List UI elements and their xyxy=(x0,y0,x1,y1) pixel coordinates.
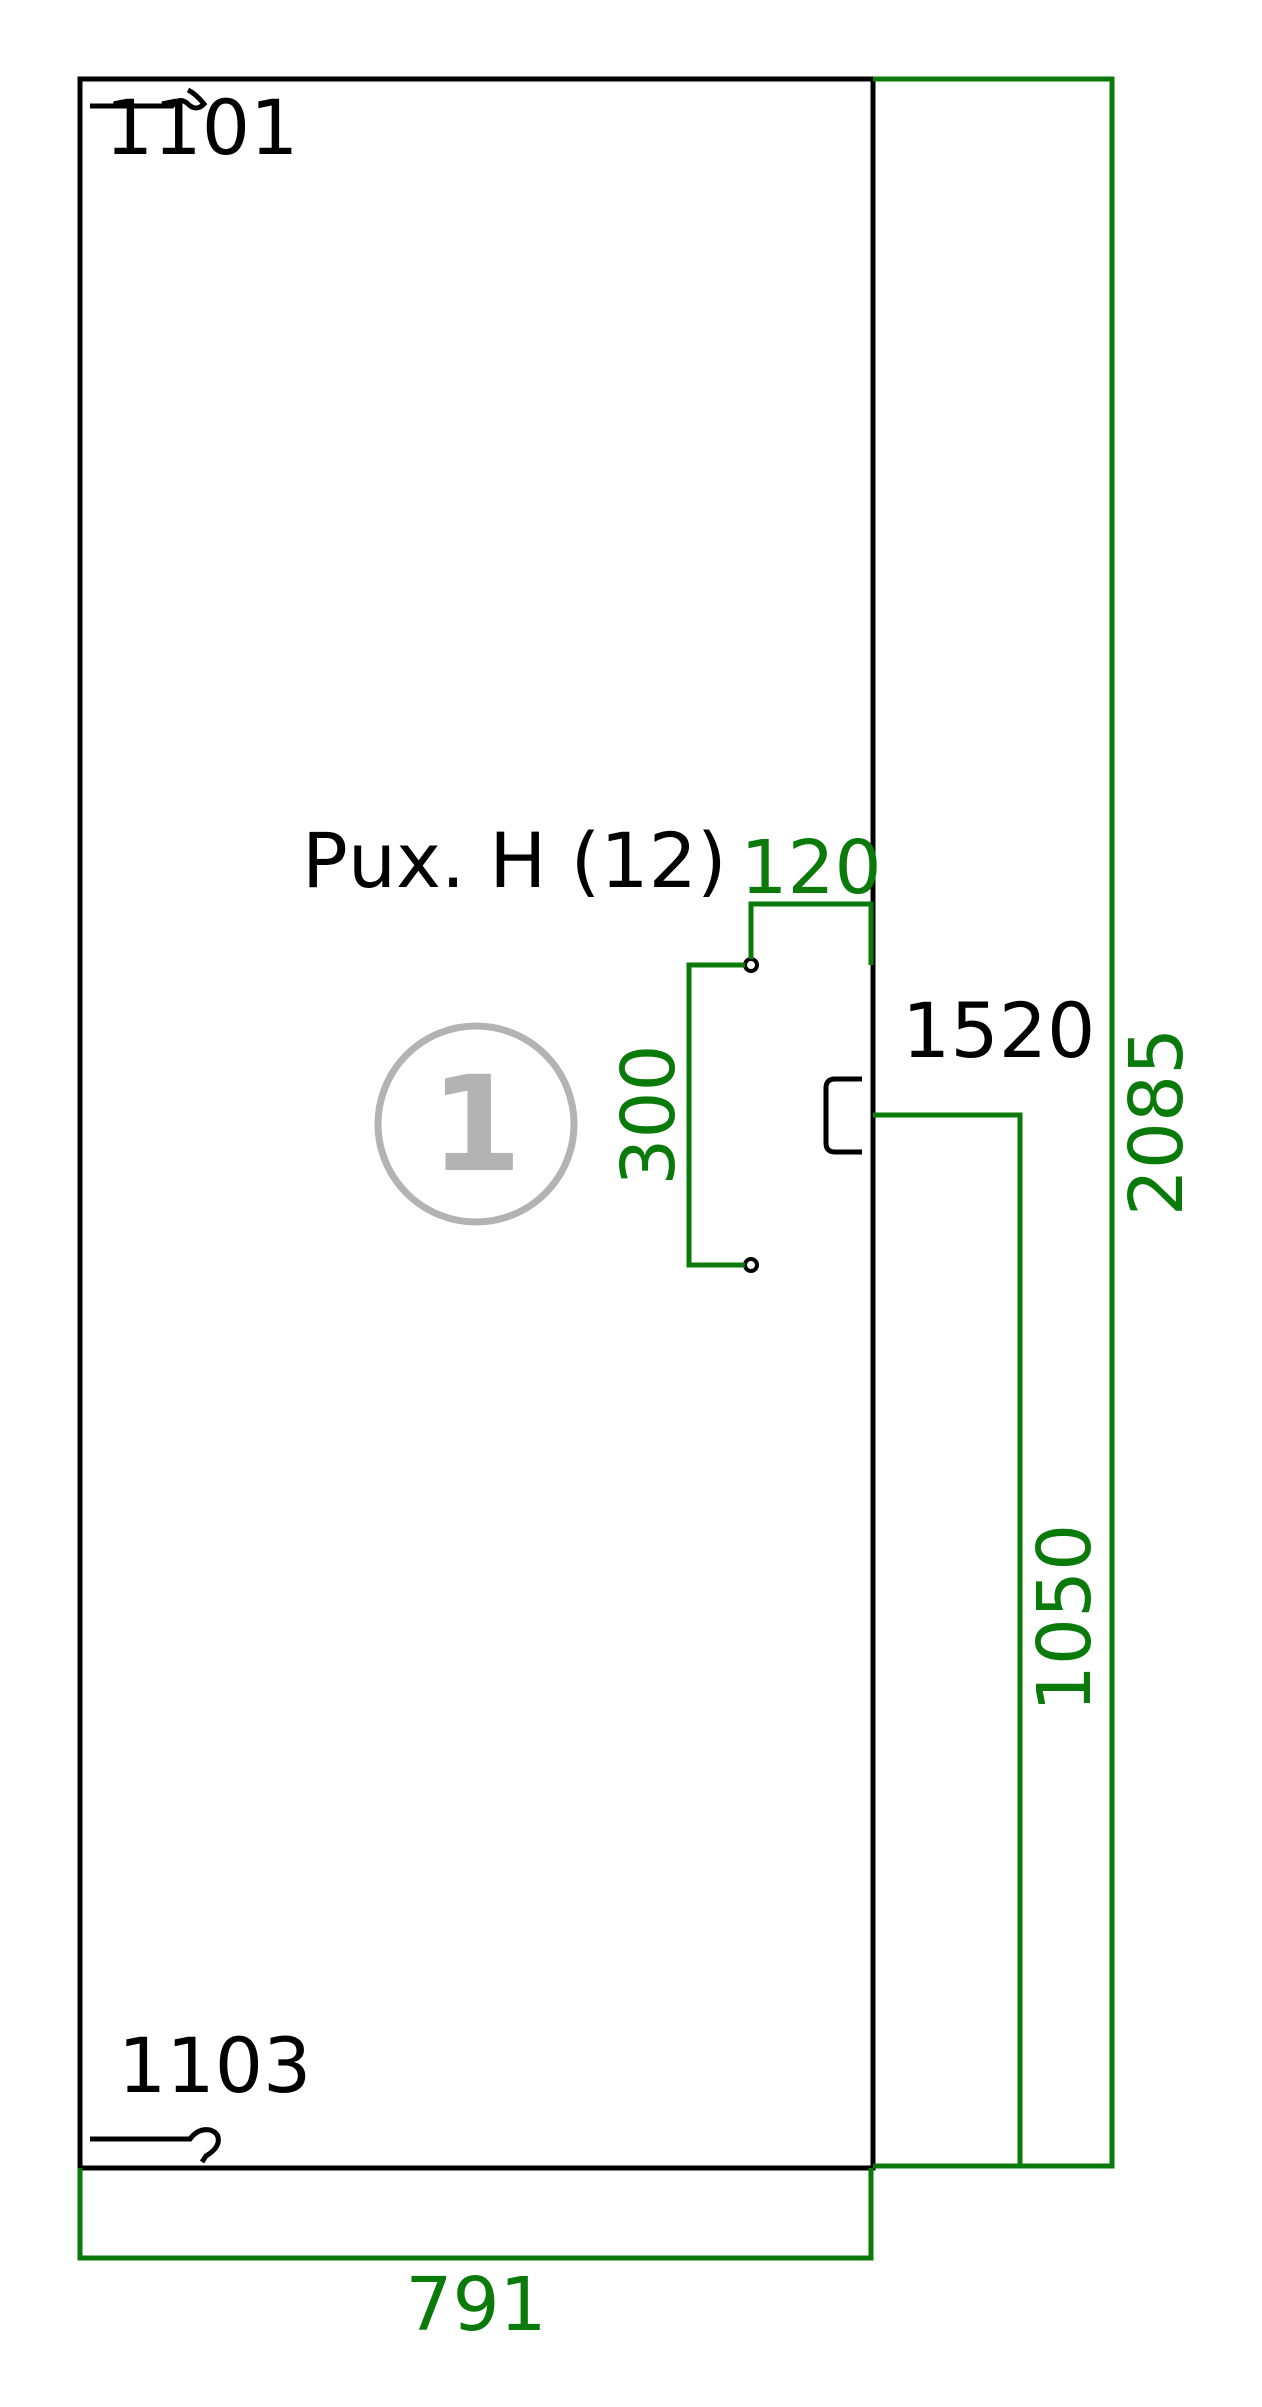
dim-total-width: 791 xyxy=(77,2168,874,2348)
dim-handle-height: 1050 xyxy=(873,1112,1108,2169)
dim-handle-offset-label: 120 xyxy=(740,825,881,911)
dim-total-width-label: 791 xyxy=(405,2262,546,2348)
panel-outline xyxy=(77,76,876,2171)
part-name: Рuх. H (12) xyxy=(302,816,727,905)
edge-band-icon xyxy=(90,2127,221,2164)
edge-label-right: 1520 xyxy=(902,986,1095,1075)
hole-icon xyxy=(743,957,759,973)
edge-band-icon xyxy=(90,87,208,111)
dim-handle-spacing-label: 300 xyxy=(606,1044,692,1185)
circled-number-icon: 1 xyxy=(374,1022,578,1226)
marker-number: 1 xyxy=(430,1048,522,1202)
dim-handle-offset: 120 xyxy=(740,825,882,965)
dim-handle-height-label: 1050 xyxy=(1022,1524,1108,1712)
dim-total-height: 2085 xyxy=(873,76,1200,2169)
edge-bracket-icon xyxy=(823,1076,862,1155)
hole-icon xyxy=(743,1257,759,1273)
dim-handle-spacing: 300 xyxy=(606,962,745,1268)
dim-total-height-label: 2085 xyxy=(1114,1028,1200,1216)
edge-label-bottom: 1103 xyxy=(118,2021,311,2110)
edge-label-top: 1101 xyxy=(105,83,298,172)
